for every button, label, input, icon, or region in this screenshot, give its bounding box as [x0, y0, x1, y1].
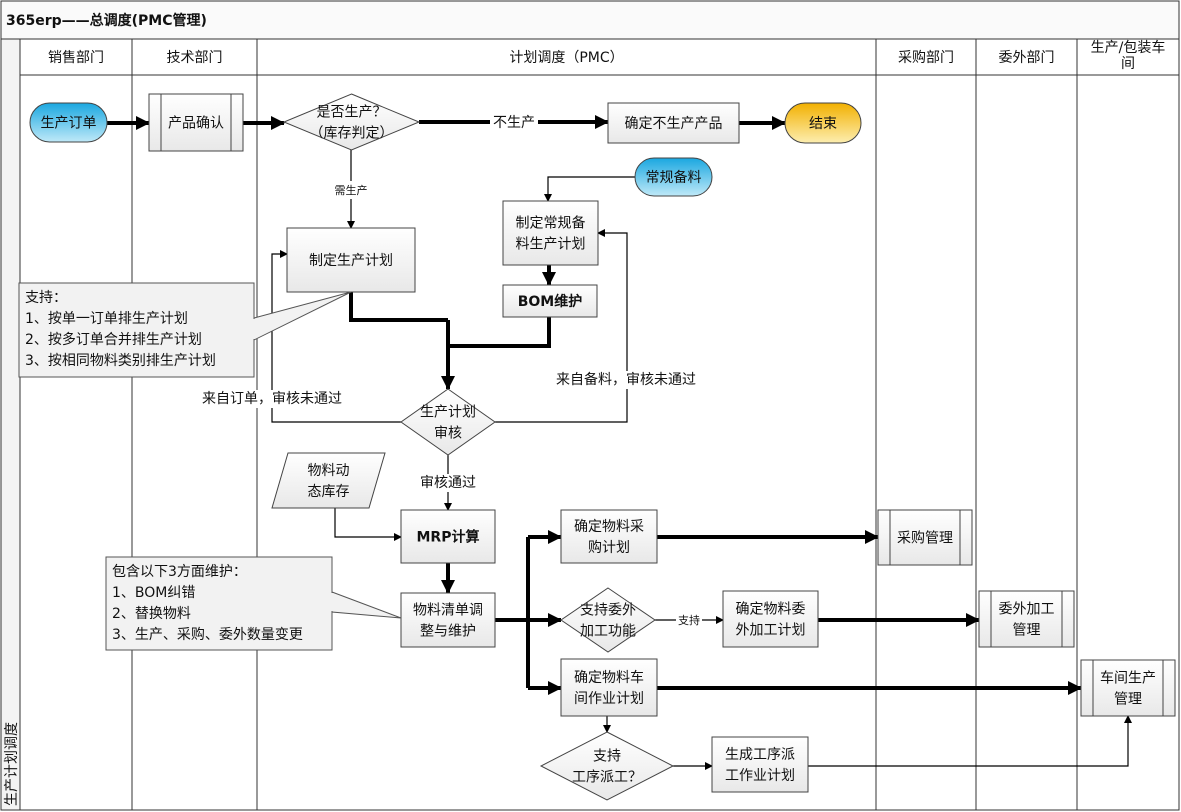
edge-plan-audit [349, 292, 448, 322]
node-label: 工序派工？ [572, 770, 642, 786]
node-label: 生产订单 [41, 116, 97, 132]
lane-1: 技术部门 [131, 39, 223, 810]
node-label: 产品确认 [168, 116, 224, 132]
node-label: 结束 [809, 116, 837, 132]
callout-bom-maint: 包含以下3方面维护： 1、BOM纠错 2、替换物料 3、生产、采购、委外数量变更 [105, 556, 402, 651]
callout-plan-support: 支持： 1、按单一订单排生产计划 2、按多订单合并排生产计划 3、按相同物料类别排生产… [18, 282, 352, 378]
lane-4: 委外部门 [975, 39, 1055, 810]
node-no-produce[interactable]: 确定不生产产品 [607, 102, 740, 144]
node-label: 支持委外 [580, 603, 636, 619]
node-label: （库存判定） [310, 126, 394, 142]
edge-reject-order [271, 250, 401, 423]
node-label: 物料清单调 [413, 603, 483, 619]
callout-line: 3、按相同物料类别排生产计划 [25, 353, 216, 369]
node-label: 管理 [1114, 692, 1142, 708]
lane-header: 技术部门 [167, 50, 223, 66]
node-label: 料生产计划 [516, 237, 586, 253]
edge-inventory-mrp [334, 508, 402, 541]
callout-line: 支持： [25, 290, 67, 306]
lane-header: 销售部门 [48, 50, 104, 66]
edge-label-no-produce: 不生产 [493, 115, 535, 131]
node-bom[interactable]: BOM维护 [502, 284, 598, 318]
node-label: 采购管理 [897, 531, 953, 547]
node-end[interactable]: 结束 [784, 102, 862, 144]
node-label: 生成工序派 [725, 747, 795, 763]
node-label: 整与维护 [420, 624, 476, 640]
node-label: 购计划 [588, 540, 630, 556]
edge-label-from-order-rejected: 来自订单，审核未通过 [202, 391, 342, 407]
edge-dispatch-to-workshop [808, 715, 1132, 767]
node-label: 生产计划 [420, 405, 476, 421]
callout-line: 2、替换物料 [112, 605, 191, 622]
lane-3: 采购部门 [875, 39, 954, 810]
callout-line: 包含以下3方面维护： [112, 564, 247, 580]
node-label: 加工功能 [580, 624, 636, 640]
lane-header: 委外部门 [999, 50, 1055, 66]
callout-line: 1、BOM纠错 [112, 585, 195, 601]
pool-title: 365erp——总调度(PMC管理) [6, 12, 207, 29]
edge-bom-audit [448, 317, 551, 348]
node-stock[interactable]: 常规备料 [634, 157, 713, 197]
node-label: MRP计算 [417, 529, 480, 546]
lane-header: 间 [1121, 56, 1135, 72]
lane-header: 计划调度（PMC） [509, 50, 623, 66]
node-label: 车间生产 [1100, 670, 1156, 687]
node-label: BOM维护 [518, 293, 583, 310]
node-label: 制定生产计划 [309, 253, 393, 269]
node-label: 常规备料 [646, 169, 702, 186]
node-label: 间作业计划 [574, 691, 644, 707]
edge-label-supported: 支持 [678, 613, 700, 627]
node-label: 委外加工 [999, 602, 1055, 618]
node-label: 态库存 [308, 484, 350, 500]
lane-header: 采购部门 [898, 50, 954, 66]
node-plan[interactable]: 制定生产计划 [286, 227, 416, 293]
node-label: 确定物料车 [574, 669, 644, 686]
node-label: 是否生产？ [317, 105, 387, 121]
node-confirm[interactable]: 产品确认 [148, 93, 244, 152]
callout-line: 3、生产、采购、委外数量变更 [112, 627, 303, 643]
edge-label-need-produce: 需生产 [335, 183, 368, 197]
edge-stock-plan [544, 176, 635, 202]
node-purchase-mgmt[interactable]: 采购管理 [877, 509, 973, 566]
lane-0: 销售部门 [48, 50, 104, 66]
node-label: 外加工计划 [736, 623, 806, 639]
node-label: 管理 [1013, 623, 1041, 639]
node-label: 确定物料采 [574, 519, 644, 535]
node-label: 物料动 [308, 463, 350, 479]
edge-label-from-stock-rejected: 来自备料，审核未通过 [556, 371, 696, 388]
node-label: 工作业计划 [725, 768, 795, 784]
pool-side-label: 生产计划调度 [4, 722, 20, 806]
edge-label-approved: 审核通过 [420, 475, 476, 491]
edge-reject-stock [495, 229, 628, 423]
lane-header: 生产/包装车 [1091, 39, 1166, 56]
callout-line: 2、按多订单合并排生产计划 [25, 331, 202, 348]
callout-line: 1、按单一订单排生产计划 [25, 311, 188, 327]
node-mrp[interactable]: MRP计算 [400, 509, 496, 564]
node-label: 确定不生产产品 [625, 116, 723, 132]
node-label: 支持 [593, 749, 621, 765]
node-produce-q[interactable]: 是否生产？ （库存判定） [282, 93, 421, 151]
node-label: 审核 [434, 426, 462, 442]
node-order[interactable]: 生产订单 [29, 102, 108, 143]
lane-2: 计划调度（PMC） [256, 39, 624, 810]
node-label: 确定物料委 [736, 602, 806, 618]
node-label: 制定常规备 [516, 215, 586, 232]
